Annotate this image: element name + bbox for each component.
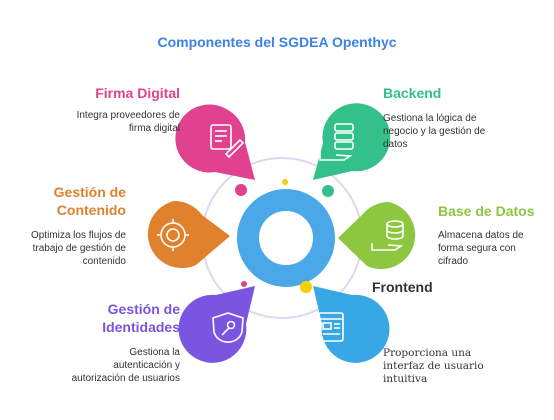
key-shield-icon bbox=[212, 312, 244, 343]
contenido-desc: Optimiza los flujos de trabajo de gestió… bbox=[10, 229, 126, 268]
dot-pink-small bbox=[241, 281, 247, 287]
frontend-desc-line: Proporciona una bbox=[383, 347, 472, 359]
identidades-title: Gestión de Identidades bbox=[40, 300, 180, 336]
backend-desc-line: negocio y la gestión de bbox=[383, 126, 486, 137]
database-hand-icon bbox=[371, 220, 404, 251]
dot-firma bbox=[235, 184, 247, 196]
contenido-desc-line: contenido bbox=[82, 256, 126, 267]
identidades-title-line: Gestión de bbox=[107, 301, 180, 317]
dot-yellow-small bbox=[282, 179, 288, 185]
contenido-title-line: Gestión de bbox=[53, 184, 126, 200]
base-datos-desc: Almacena datos de forma segura con cifra… bbox=[438, 229, 550, 268]
contenido-desc-line: Optimiza los flujos de bbox=[30, 230, 126, 241]
dot-frontend bbox=[300, 281, 312, 293]
contenido-desc-line: trabajo de gestión de bbox=[32, 243, 126, 254]
identidades-desc-line: autenticación y bbox=[113, 360, 180, 371]
base-datos-desc-line: cifrado bbox=[438, 256, 469, 267]
base-datos-title: Base de Datos bbox=[438, 203, 535, 219]
identidades-title-line: Identidades bbox=[102, 319, 180, 335]
document-signature-icon bbox=[210, 124, 245, 159]
backend-desc: Gestiona la lógica de negocio y la gesti… bbox=[383, 112, 523, 151]
server-hand-icon bbox=[319, 123, 354, 161]
contenido-pin bbox=[147, 200, 230, 269]
core-ring bbox=[237, 189, 335, 287]
identidades-desc: Gestiona la autenticación y autorización… bbox=[40, 346, 180, 385]
frontend-title: Frontend bbox=[372, 279, 433, 295]
firma-desc: Integra proveedores de firma digital bbox=[40, 109, 180, 135]
diagram-title: Componentes del SGDEA Openthyc bbox=[157, 34, 397, 50]
identidades-desc-line: autorización de usuarios bbox=[71, 373, 180, 384]
contenido-title-line: Contenido bbox=[56, 202, 126, 218]
frontend-desc-line: intuitiva bbox=[383, 373, 428, 385]
backend-title: Backend bbox=[383, 85, 442, 101]
firma-pin bbox=[175, 104, 255, 180]
backend-pin bbox=[313, 103, 391, 180]
backend-desc-line: datos bbox=[383, 139, 408, 150]
browser-window-icon bbox=[318, 312, 344, 342]
identidades-desc-line: Gestiona la bbox=[129, 347, 180, 358]
base-datos-desc-line: Almacena datos de bbox=[438, 230, 524, 241]
base-datos-pin bbox=[338, 201, 416, 270]
gear-document-icon bbox=[157, 219, 189, 251]
identidades-pin bbox=[178, 286, 255, 363]
firma-desc-line: firma digital bbox=[128, 123, 180, 134]
dot-backend bbox=[322, 185, 334, 197]
contenido-title: Gestión de Contenido bbox=[20, 183, 126, 219]
firma-desc-line: Integra proveedores de bbox=[76, 110, 180, 121]
frontend-desc-line: interfaz de usuario bbox=[383, 360, 484, 372]
firma-title: Firma Digital bbox=[95, 85, 180, 101]
backend-desc-line: Gestiona la lógica de bbox=[383, 113, 477, 124]
base-datos-desc-line: forma segura con bbox=[438, 243, 516, 254]
frontend-desc: Proporciona una interfaz de usuario intu… bbox=[383, 347, 523, 386]
frontend-pin bbox=[313, 286, 390, 363]
